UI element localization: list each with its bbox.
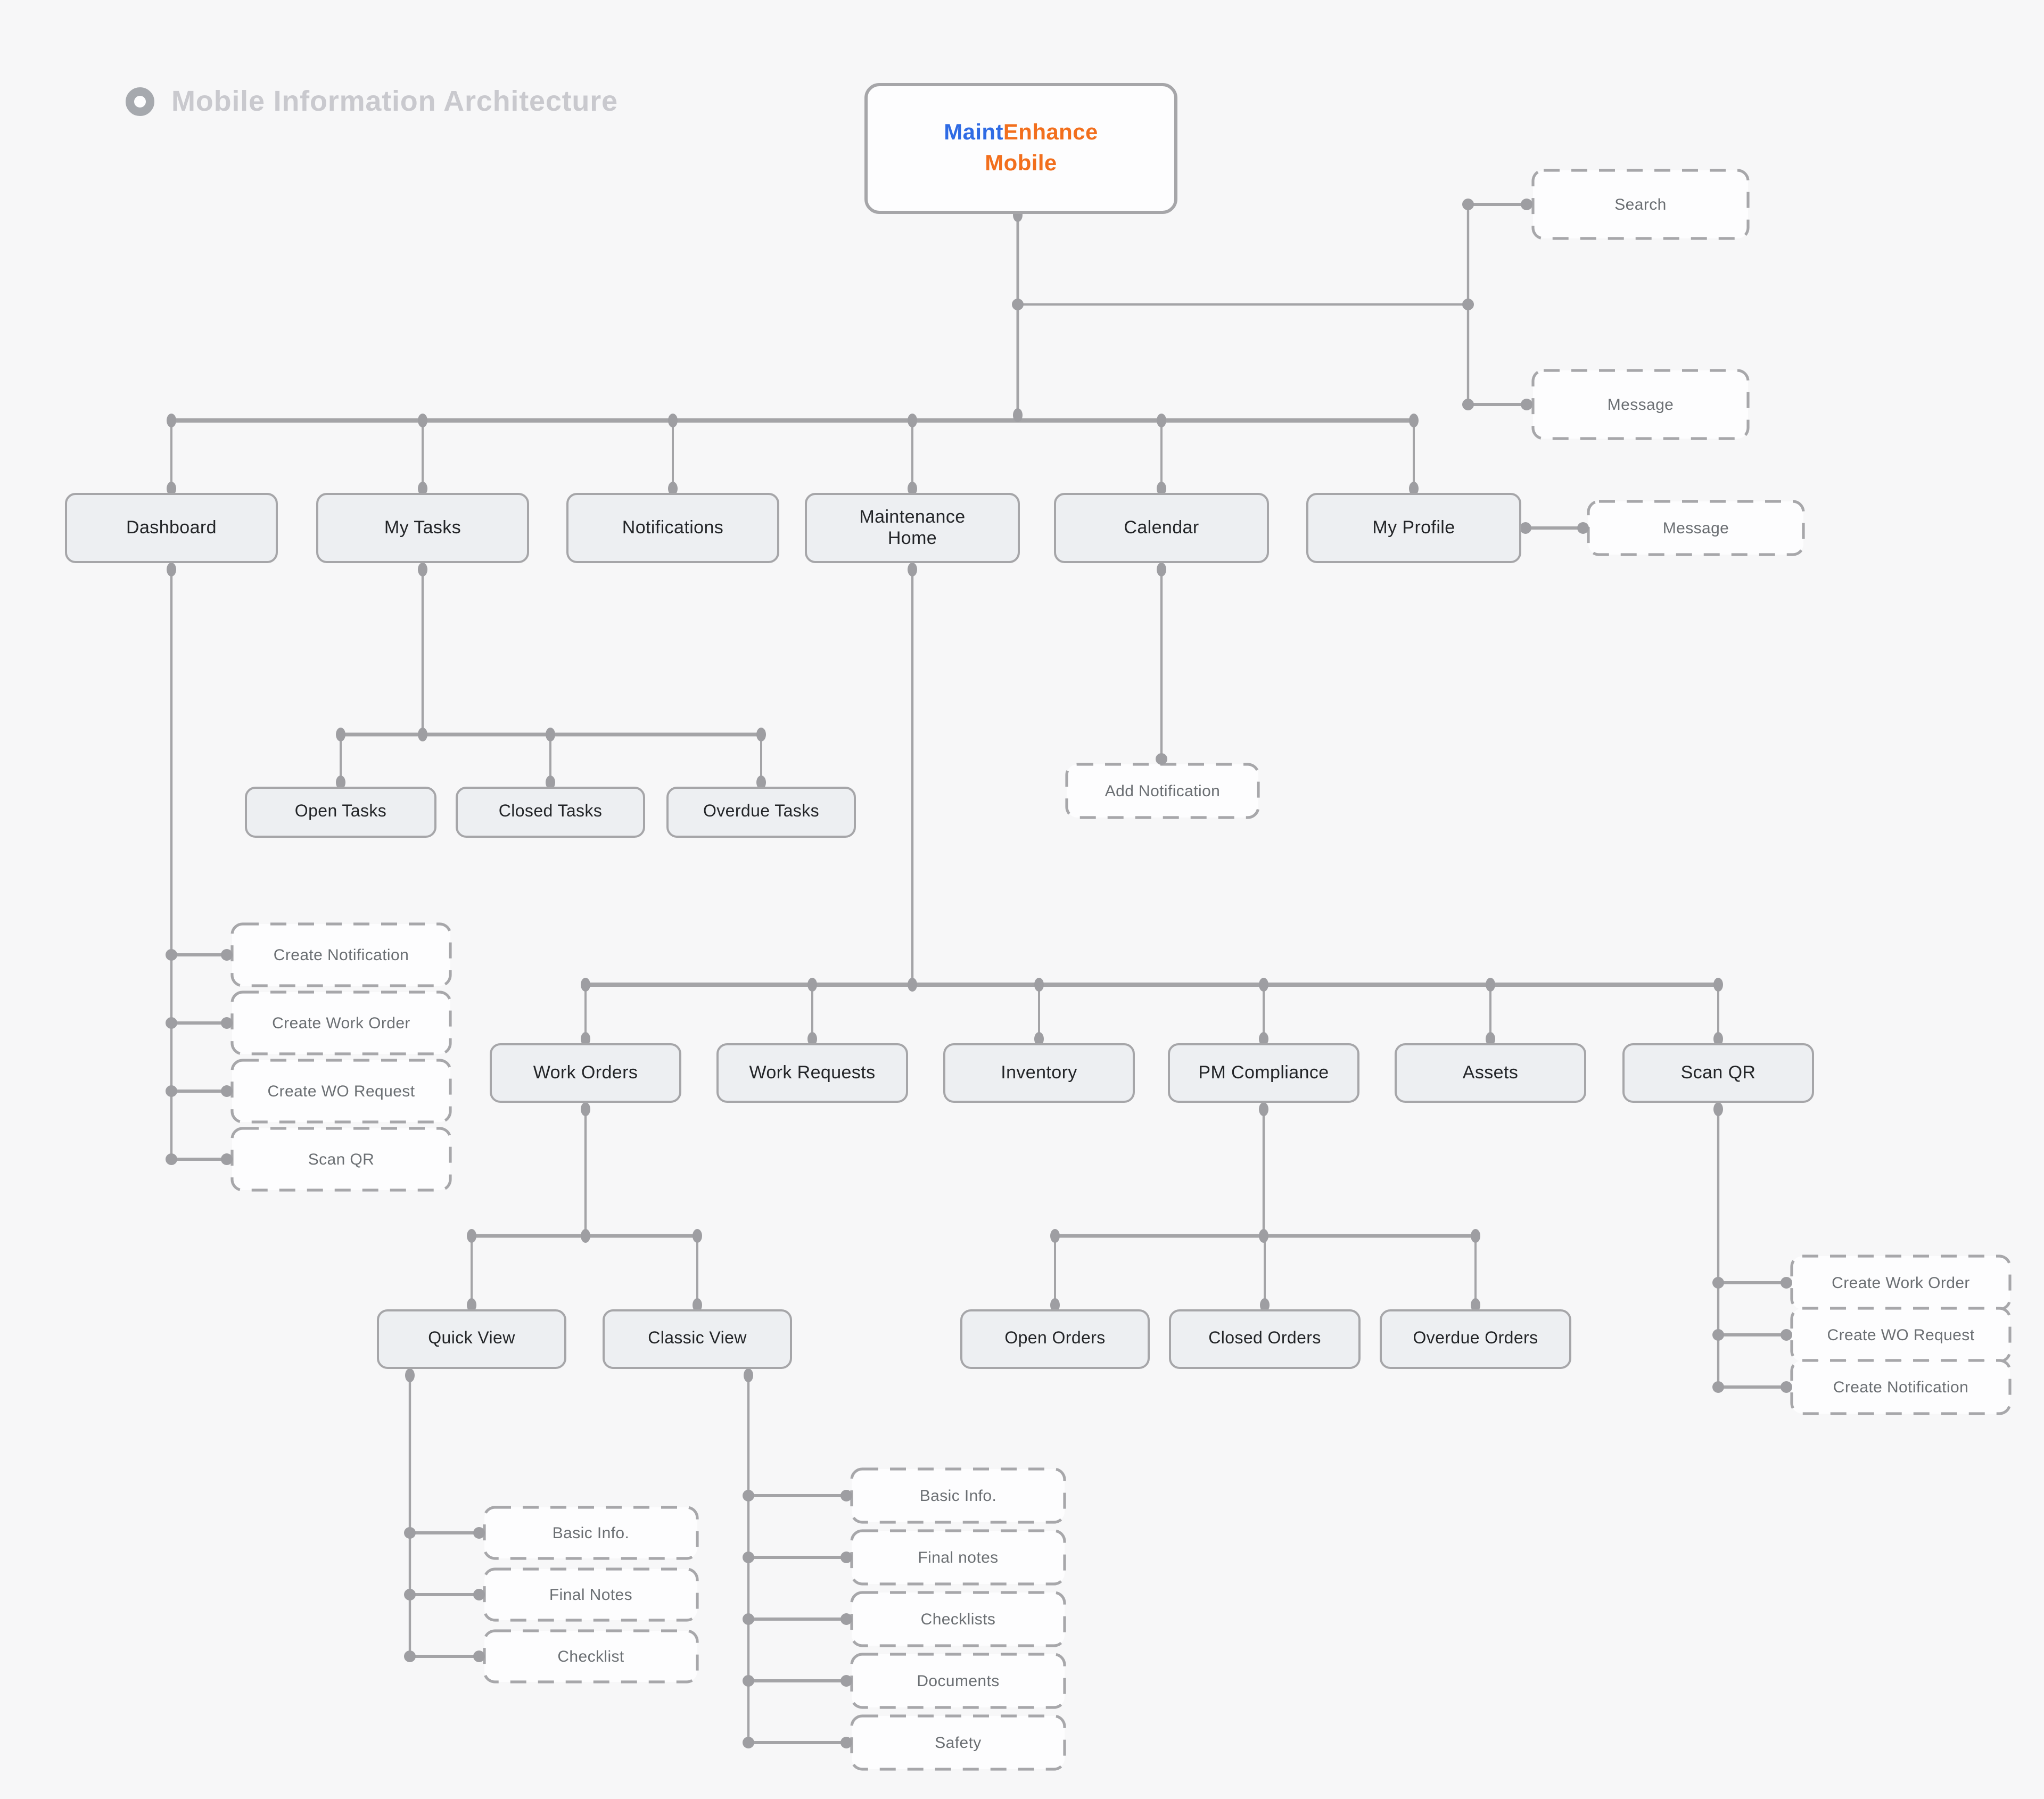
node-message-profile[interactable]: Message [1662,519,1729,537]
node-sq-create-wo-request[interactable]: Create WO Request [1827,1326,1975,1344]
node-quick-view[interactable]: Quick View [377,1309,566,1369]
node-my-profile[interactable]: My Profile [1306,493,1521,563]
node-calendar[interactable]: Calendar [1054,493,1269,563]
node-dash-create-wo-request[interactable]: Create WO Request [267,1082,415,1100]
node-assets[interactable]: Assets [1395,1043,1586,1103]
node-root-maintenhance-mobile[interactable]: MaintEnhance Mobile [864,83,1177,214]
node-sq-create-work-order[interactable]: Create Work Order [1832,1274,1970,1292]
node-cv-checklists[interactable]: Checklists [920,1610,996,1628]
node-open-tasks[interactable]: Open Tasks [245,787,436,838]
node-work-orders[interactable]: Work Orders [490,1043,681,1103]
node-sq-create-notification[interactable]: Create Notification [1833,1378,1969,1396]
root-title-line1: MaintEnhance [944,120,1098,145]
node-dash-create-work-order[interactable]: Create Work Order [272,1014,410,1032]
node-closed-orders[interactable]: Closed Orders [1169,1309,1361,1369]
target-icon [126,87,154,116]
node-classic-view[interactable]: Classic View [603,1309,792,1369]
node-scan-qr[interactable]: Scan QR [1622,1043,1814,1103]
node-pm-compliance[interactable]: PM Compliance [1168,1043,1359,1103]
page-title: Mobile Information Architecture [171,85,618,117]
node-qv-basic-info[interactable]: Basic Info. [552,1524,630,1542]
node-message-top[interactable]: Message [1607,395,1674,414]
node-dashboard[interactable]: Dashboard [65,493,278,563]
node-notifications[interactable]: Notifications [566,493,779,563]
node-cv-basic-info[interactable]: Basic Info. [919,1487,997,1505]
node-cv-safety[interactable]: Safety [935,1734,982,1752]
node-my-tasks[interactable]: My Tasks [316,493,529,563]
node-work-requests[interactable]: Work Requests [716,1043,908,1103]
node-cv-documents[interactable]: Documents [917,1672,1000,1690]
node-maintenance-home[interactable]: Maintenance Home [805,493,1020,563]
node-open-orders[interactable]: Open Orders [960,1309,1150,1369]
node-qv-final-notes[interactable]: Final Notes [549,1586,633,1604]
node-overdue-orders[interactable]: Overdue Orders [1380,1309,1571,1369]
node-cv-final-notes[interactable]: Final notes [918,1548,999,1566]
node-inventory[interactable]: Inventory [943,1043,1135,1103]
root-title-line2: Mobile [985,151,1057,175]
node-closed-tasks[interactable]: Closed Tasks [456,787,645,838]
node-dash-create-notification[interactable]: Create Notification [273,946,409,964]
node-search[interactable]: Search [1614,195,1667,213]
node-overdue-tasks[interactable]: Overdue Tasks [666,787,856,838]
node-dash-scan-qr[interactable]: Scan QR [308,1150,375,1168]
node-add-notification[interactable]: Add Notification [1105,782,1221,800]
node-qv-checklist[interactable]: Checklist [557,1647,624,1665]
diagram-title: Mobile Information Architecture [126,85,618,118]
